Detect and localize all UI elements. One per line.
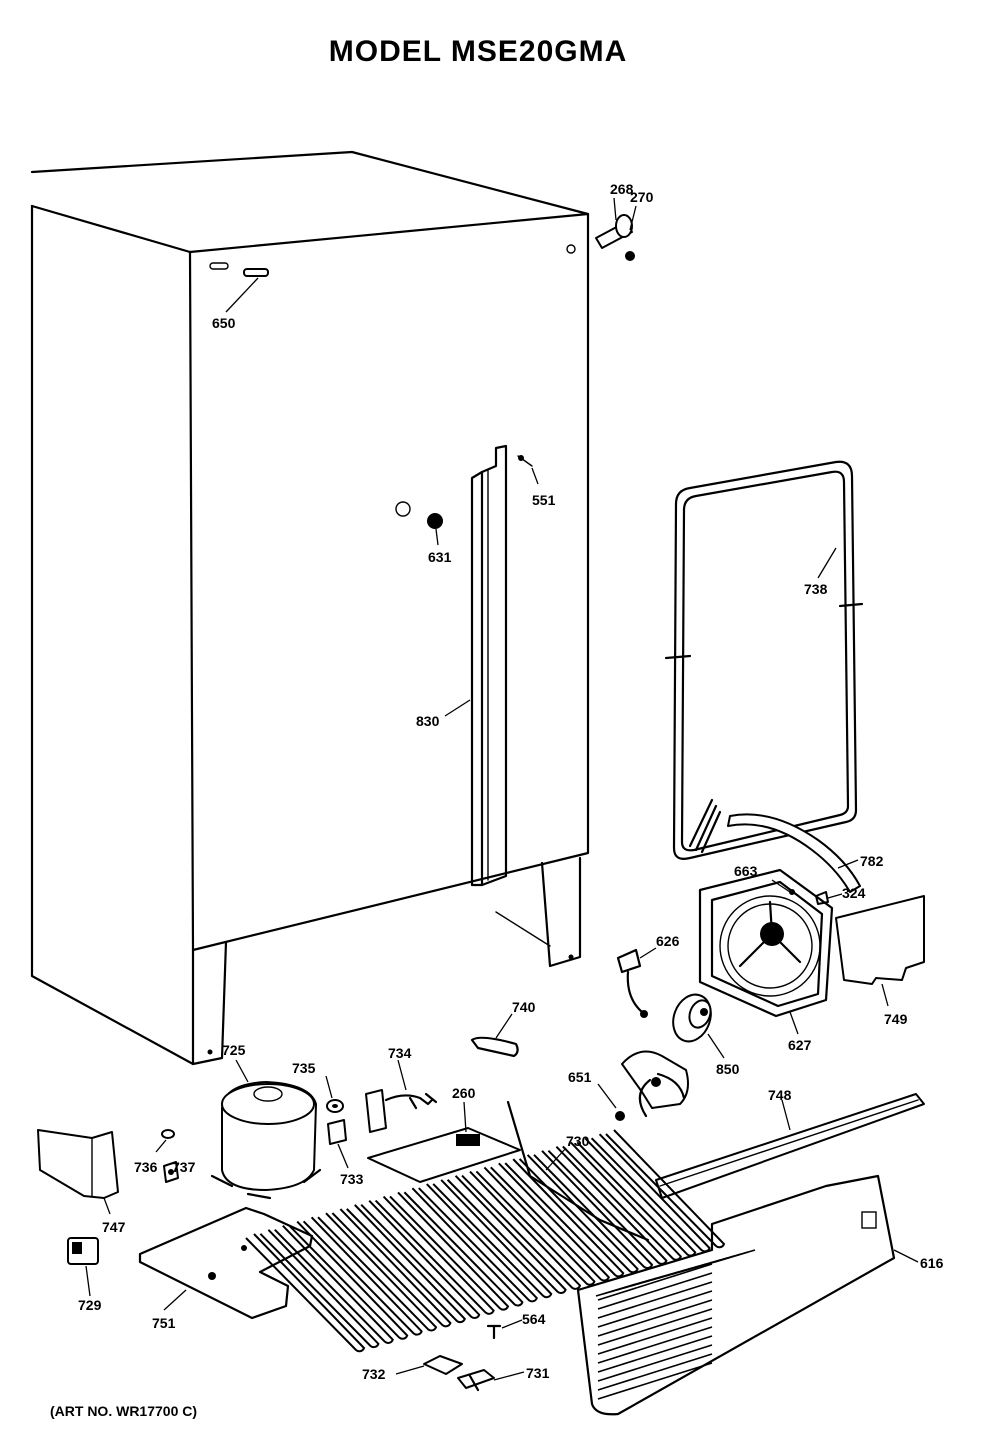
part-748-bracket	[655, 1093, 925, 1199]
label-751: 751	[152, 1315, 176, 1331]
cabinet	[30, 150, 590, 1066]
label-736: 736	[134, 1159, 158, 1175]
label-731: 731	[526, 1365, 550, 1381]
label-270: 270	[630, 189, 654, 205]
label-551: 551	[532, 492, 556, 508]
model-title: MODEL MSE20GMA	[329, 35, 628, 68]
label-850: 850	[716, 1061, 740, 1077]
part-749-plate	[835, 895, 925, 1007]
part-627-fan-shroud	[698, 868, 834, 1035]
part-551-screw	[517, 455, 539, 485]
part-564-screw	[486, 1319, 523, 1340]
label-740: 740	[512, 999, 536, 1015]
part-736-737	[155, 1129, 179, 1183]
part-268-270-hinge	[595, 197, 637, 261]
label-626: 626	[656, 933, 680, 949]
label-738: 738	[804, 581, 828, 597]
label-734: 734	[388, 1045, 412, 1061]
part-732-731	[395, 1355, 525, 1392]
part-729-capacitor	[67, 1237, 99, 1297]
part-631-plug	[395, 501, 443, 546]
label-737: 737	[172, 1159, 196, 1175]
part-725-compressor	[210, 1059, 322, 1200]
label-631: 631	[428, 549, 452, 565]
label-732: 732	[362, 1366, 386, 1382]
art-number: (ART NO. WR17700 C)	[50, 1403, 197, 1419]
label-324: 324	[842, 885, 866, 901]
part-751-base	[138, 1206, 314, 1320]
label-651: 651	[568, 1069, 592, 1085]
part-830-channel	[444, 444, 508, 887]
label-730: 730	[566, 1133, 590, 1149]
label-268: 268	[610, 181, 634, 197]
part-616-grille	[576, 1174, 919, 1416]
part-626-harness	[616, 947, 657, 1018]
part-735-grommet	[325, 1075, 344, 1113]
label-749: 749	[884, 1011, 908, 1027]
part-730-condenser	[245, 1100, 726, 1353]
part-738-gasket	[664, 460, 864, 860]
part-850-motor	[672, 993, 725, 1059]
label-725: 725	[222, 1042, 246, 1058]
part-651-fan-blade	[597, 1050, 689, 1121]
label-663: 663	[734, 863, 758, 879]
label-650: 650	[212, 315, 236, 331]
label-782: 782	[860, 853, 884, 869]
part-734-relay	[365, 1059, 438, 1133]
label-830: 830	[416, 713, 440, 729]
part-650-clip	[209, 262, 269, 313]
label-616: 616	[920, 1255, 944, 1271]
part-260-pan	[367, 1101, 521, 1183]
part-782-duct	[727, 813, 861, 893]
label-733: 733	[340, 1171, 364, 1187]
label-260: 260	[452, 1085, 476, 1101]
label-729: 729	[78, 1297, 102, 1313]
part-labels: 268 270 650 551 631 830 738 782 663 324 …	[78, 181, 944, 1382]
label-627: 627	[788, 1037, 812, 1053]
label-747: 747	[102, 1219, 126, 1235]
label-748: 748	[768, 1087, 792, 1103]
part-733-overload	[327, 1119, 349, 1169]
part-740-clip	[470, 1013, 519, 1058]
part-747-cover	[37, 1129, 119, 1215]
label-735: 735	[292, 1060, 316, 1076]
label-564: 564	[522, 1311, 546, 1327]
